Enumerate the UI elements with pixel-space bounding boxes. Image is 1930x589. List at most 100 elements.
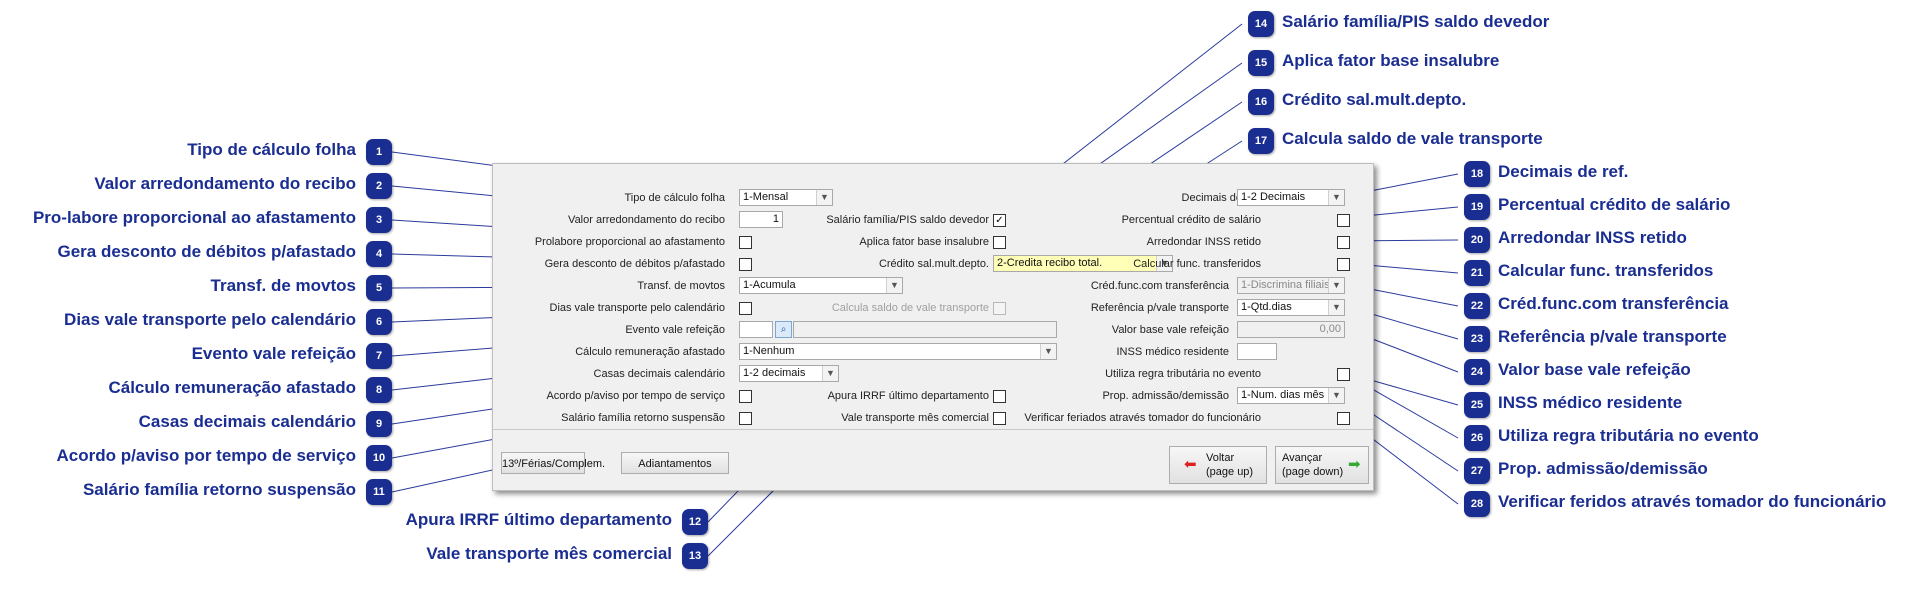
callout-11: Salário família retorno suspensão [82,480,356,499]
chevron-down-icon: ▼ [822,366,838,381]
badge-24: 24 [1464,359,1490,385]
badge-19: 19 [1464,194,1490,220]
tipo-calculo-value: 1-Mensal [743,191,789,203]
prolabore-label: Prolabore proporcional ao afastamento [534,236,725,248]
apura-irrf-label: Apura IRRF último departamento [827,390,989,402]
cred-func-value: 1-Discrimina filiais [1241,279,1330,291]
callout-17: Calcula saldo de vale transporte [1282,129,1543,148]
callout-6: Dias vale transporte pelo calendário [64,310,356,329]
gera-desconto-checkbox[interactable] [739,258,752,271]
dias-vt-label: Dias vale transporte pelo calendário [549,302,726,314]
gera-desconto-label: Gera desconto de débitos p/afastado [544,258,725,270]
callout-14: Salário família/PIS saldo devedor [1282,12,1550,31]
badge-17: 17 [1248,128,1274,154]
chevron-down-icon: ▼ [816,190,832,205]
casas-dec-select[interactable]: 1-2 decimais ▼ [739,365,839,382]
feriados-label: Verificar feriados através tomador do fu… [1024,412,1261,424]
callout-28: Verificar feridos através tomador do fun… [1498,492,1887,511]
callout-1: Tipo de cálculo folha [187,140,356,159]
badge-23: 23 [1464,326,1490,352]
calc-rem-value: 1-Nenhum [743,345,795,357]
perc-credito-checkbox[interactable] [1337,214,1350,227]
credito-sal-select[interactable]: 2-Credita recibo total.▼ [993,255,1173,272]
ferias-button[interactable]: 13º/Férias/Complem. [501,452,605,474]
callout-12: Apura IRRF último departamento [405,510,672,529]
callout-2: Valor arredondamento do recibo [94,174,356,193]
callout-26: Utiliza regra tributária no evento [1498,426,1759,445]
acordo-label: Acordo p/aviso por tempo de serviço [546,390,725,402]
dias-vt-checkbox[interactable] [739,302,752,315]
prop-adm-value: 1-Num. dias mês [1241,389,1325,401]
callout-15: Aplica fator base insalubre [1282,51,1500,70]
valor-arred-input[interactable]: 1 [739,211,783,228]
chevron-down-icon: ▼ [1040,344,1056,359]
calc-rem-select[interactable]: 1-Nenhum ▼ [739,343,1057,360]
prop-adm-select[interactable]: 1-Num. dias mês▼ [1237,387,1345,404]
regra-trib-checkbox[interactable] [1337,368,1350,381]
callout-19: Percentual crédito de salário [1498,195,1731,214]
badge-10: 10 [366,445,392,471]
voltar-button[interactable]: ⬅ Voltar (page up) [1169,446,1267,484]
prolabore-checkbox[interactable] [739,236,752,249]
badge-6: 6 [366,309,392,335]
badge-28: 28 [1464,491,1490,517]
decimais-ref-select[interactable]: 1-2 Decimais ▼ [1237,189,1345,206]
acordo-checkbox[interactable] [739,390,752,403]
callout-23: Referência p/vale transporte [1498,327,1727,346]
tipo-calculo-select[interactable]: 1-Mensal ▼ [739,189,833,206]
evento-vr-description [793,321,1057,338]
ref-vt-select[interactable]: 1-Qtd.dias ▼ [1237,299,1345,316]
apura-irrf-checkbox[interactable] [993,390,1006,403]
callout-9: Casas decimais calendário [138,412,356,431]
badge-8: 8 [366,377,392,403]
badge-1: 1 [366,139,392,165]
badge-25: 25 [1464,392,1490,418]
sal-fam-ret-checkbox[interactable] [739,412,752,425]
callout-13: Vale transporte mês comercial [426,544,672,563]
sal-fam-pis-label: Salário família/PIS saldo devedor [826,214,989,226]
valor-arred-value: 1 [772,213,779,225]
aplica-fator-checkbox[interactable] [993,236,1006,249]
badge-21: 21 [1464,260,1490,286]
sal-fam-pis-checkbox[interactable]: ✓ [993,214,1006,227]
valor-base-vr-label: Valor base vale refeição [1111,324,1229,336]
sal-fam-ret-label: Salário família retorno suspensão [561,412,725,424]
arrow-left-icon: ⬅ [1184,456,1197,473]
vt-mes-checkbox[interactable] [993,412,1006,425]
transf-movtos-select[interactable]: 1-Acumula▼ [739,277,903,294]
regra-trib-label: Utiliza regra tributária no evento [1105,368,1261,380]
valor-arred-label: Valor arredondamento do recibo [568,214,725,226]
adiantamentos-button[interactable]: Adiantamentos [621,452,729,474]
callout-16: Crédito sal.mult.depto. [1282,90,1467,109]
badge-22: 22 [1464,293,1490,319]
magnifier-icon[interactable]: ⌕ [775,321,792,338]
chevron-down-icon: ▼ [1328,278,1344,293]
callout-24: Valor base vale refeição [1498,360,1691,379]
chevron-down-icon: ▼ [1328,300,1344,315]
calc-func-checkbox[interactable] [1337,258,1350,271]
cred-func-label: Créd.func.com transferência [1090,280,1229,292]
evento-vr-input[interactable] [739,321,773,338]
ref-vt-label: Referência p/vale transporte [1090,302,1229,314]
casas-dec-value: 1-2 decimais [743,367,806,379]
cred-func-select: 1-Discrimina filiais▼ [1237,277,1345,294]
badge-26: 26 [1464,425,1490,451]
badge-5: 5 [366,275,392,301]
chevron-down-icon: ▼ [1328,190,1344,205]
callout-21: Calcular func. transferidos [1498,261,1714,280]
ref-vt-value: 1-Qtd.dias [1241,301,1292,313]
badge-13: 13 [682,543,708,569]
voltar-label: Voltar [1206,452,1235,464]
avancar-button[interactable]: Avançar (page down) ➡ [1275,446,1369,484]
decimais-ref-value: 1-2 Decimais [1241,191,1306,203]
credito-sal-value: 2-Credita recibo total. [997,257,1103,269]
arred-inss-checkbox[interactable] [1337,236,1350,249]
callout-20: Arredondar INSS retido [1498,228,1687,247]
arrow-right-icon: ➡ [1348,456,1361,473]
badge-18: 18 [1464,161,1490,187]
transf-movtos-label: Transf. de movtos [637,280,725,292]
valor-base-vr-input[interactable]: 0,00 [1237,321,1345,338]
inss-medico-input[interactable] [1237,343,1277,360]
feriados-checkbox[interactable] [1337,412,1350,425]
